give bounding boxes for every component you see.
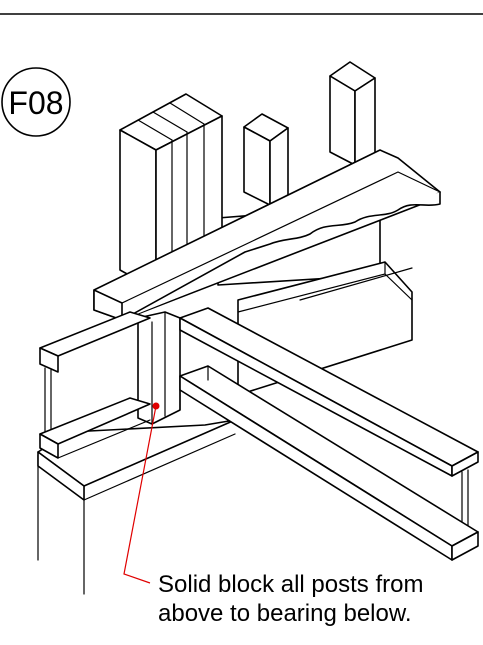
note-line-2: above to bearing below. <box>158 600 412 627</box>
left-steel-beam <box>39 311 151 459</box>
lower-wall <box>37 419 236 595</box>
rear-post-left <box>243 113 289 206</box>
note-leader <box>123 402 160 584</box>
main-steel-beam <box>179 307 479 561</box>
detail-badge: F08 <box>1 67 71 137</box>
top-plate <box>93 149 441 321</box>
rear-post-right <box>329 61 376 166</box>
detail-badge-label: F08 <box>8 85 63 121</box>
note-line-1: Solid block all posts from <box>158 571 423 598</box>
